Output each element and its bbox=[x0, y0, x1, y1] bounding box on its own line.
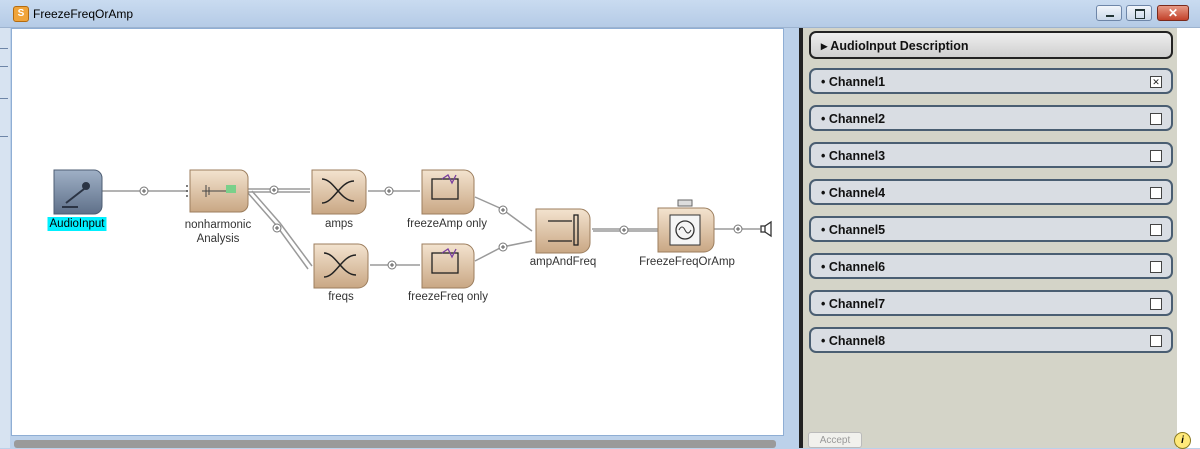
stereo-combine-icon bbox=[548, 214, 579, 246]
info-icon[interactable]: i bbox=[1174, 432, 1191, 449]
node-label-amp-and-freq: ampAndFreq bbox=[529, 256, 597, 268]
channel3-row[interactable]: • Channel3 bbox=[809, 142, 1173, 168]
minimize-icon bbox=[1097, 6, 1121, 20]
freqs-node[interactable] bbox=[313, 243, 369, 289]
feedback-loop-icon bbox=[431, 248, 459, 274]
node-label-freeze-amp: freezeAmp only bbox=[407, 218, 487, 230]
channel-swap-icon bbox=[321, 178, 355, 204]
channel4-row[interactable]: • Channel4 bbox=[809, 179, 1173, 205]
channel-swap-icon bbox=[323, 252, 357, 278]
channel4-checkbox[interactable] bbox=[1150, 187, 1162, 199]
oscillator-icon bbox=[669, 214, 701, 246]
amps-node[interactable] bbox=[311, 169, 367, 215]
close-icon: ✕ bbox=[1167, 6, 1179, 20]
panel-splitter[interactable] bbox=[799, 28, 803, 448]
app-logo-icon: S bbox=[13, 6, 29, 22]
properties-panel: ▸ AudioInput Description • Channel1 ✕ • … bbox=[803, 28, 1177, 448]
node-label-amps: amps bbox=[324, 218, 354, 230]
nonharmonic-analysis-node[interactable] bbox=[186, 169, 249, 213]
channel-label: • Channel8 bbox=[821, 334, 886, 348]
spectrum-icon bbox=[202, 185, 236, 197]
horizontal-scrollbar[interactable] bbox=[14, 440, 776, 448]
channel-label: • Channel5 bbox=[821, 223, 886, 237]
channel2-checkbox[interactable] bbox=[1150, 113, 1162, 125]
signal-flow-canvas[interactable]: AudioInput nonharmonic Analysis amps fre… bbox=[11, 28, 784, 436]
channel3-checkbox[interactable] bbox=[1150, 150, 1162, 162]
microphone-icon bbox=[62, 182, 90, 208]
channel1-checkbox[interactable]: ✕ bbox=[1150, 76, 1162, 88]
close-button[interactable]: ✕ bbox=[1157, 5, 1189, 21]
channel6-checkbox[interactable] bbox=[1150, 261, 1162, 273]
channel5-checkbox[interactable] bbox=[1150, 224, 1162, 236]
channel-label: • Channel6 bbox=[821, 260, 886, 274]
freeze-freq-or-amp-node[interactable] bbox=[657, 199, 715, 253]
node-label-audio-input: AudioInput bbox=[47, 217, 107, 231]
maximize-icon bbox=[1127, 6, 1151, 20]
node-label-freqs: freqs bbox=[328, 291, 354, 303]
channel-label: • Channel3 bbox=[821, 149, 886, 163]
description-section-header[interactable]: ▸ AudioInput Description bbox=[809, 31, 1173, 59]
audio-input-node[interactable] bbox=[53, 169, 103, 215]
speaker-icon[interactable] bbox=[760, 220, 772, 238]
window-title: FreezeFreqOrAmp bbox=[33, 7, 134, 21]
amp-and-freq-node[interactable] bbox=[535, 208, 591, 254]
maximize-button[interactable] bbox=[1126, 5, 1152, 21]
freeze-freq-node[interactable] bbox=[421, 243, 475, 289]
channel6-row[interactable]: • Channel6 bbox=[809, 253, 1173, 279]
panel-right-margin bbox=[1177, 28, 1200, 448]
title-bar: S FreezeFreqOrAmp ✕ bbox=[0, 0, 1200, 28]
left-edge-strip bbox=[0, 28, 10, 448]
channel8-row[interactable]: • Channel8 bbox=[809, 327, 1173, 353]
channel1-row[interactable]: • Channel1 ✕ bbox=[809, 68, 1173, 94]
channel8-checkbox[interactable] bbox=[1150, 335, 1162, 347]
channel-label: • Channel7 bbox=[821, 297, 886, 311]
description-label: ▸ AudioInput Description bbox=[821, 39, 969, 53]
node-label-freeze-freq-or-amp: FreezeFreqOrAmp bbox=[639, 256, 735, 268]
channel7-checkbox[interactable] bbox=[1150, 298, 1162, 310]
channel2-row[interactable]: • Channel2 bbox=[809, 105, 1173, 131]
channel7-row[interactable]: • Channel7 bbox=[809, 290, 1173, 316]
feedback-loop-icon bbox=[431, 174, 459, 200]
freeze-amp-node[interactable] bbox=[421, 169, 475, 215]
channel-label: • Channel2 bbox=[821, 112, 886, 126]
minimize-button[interactable] bbox=[1096, 5, 1122, 21]
node-label-nonharmonic: nonharmonic Analysis bbox=[184, 219, 252, 245]
node-label-freeze-freq: freezeFreq only bbox=[408, 291, 488, 303]
channel5-row[interactable]: • Channel5 bbox=[809, 216, 1173, 242]
channel-label: • Channel1 bbox=[821, 75, 886, 89]
accept-button[interactable]: Accept bbox=[808, 432, 862, 448]
connections-layer bbox=[53, 169, 772, 289]
channel-label: • Channel4 bbox=[821, 186, 886, 200]
